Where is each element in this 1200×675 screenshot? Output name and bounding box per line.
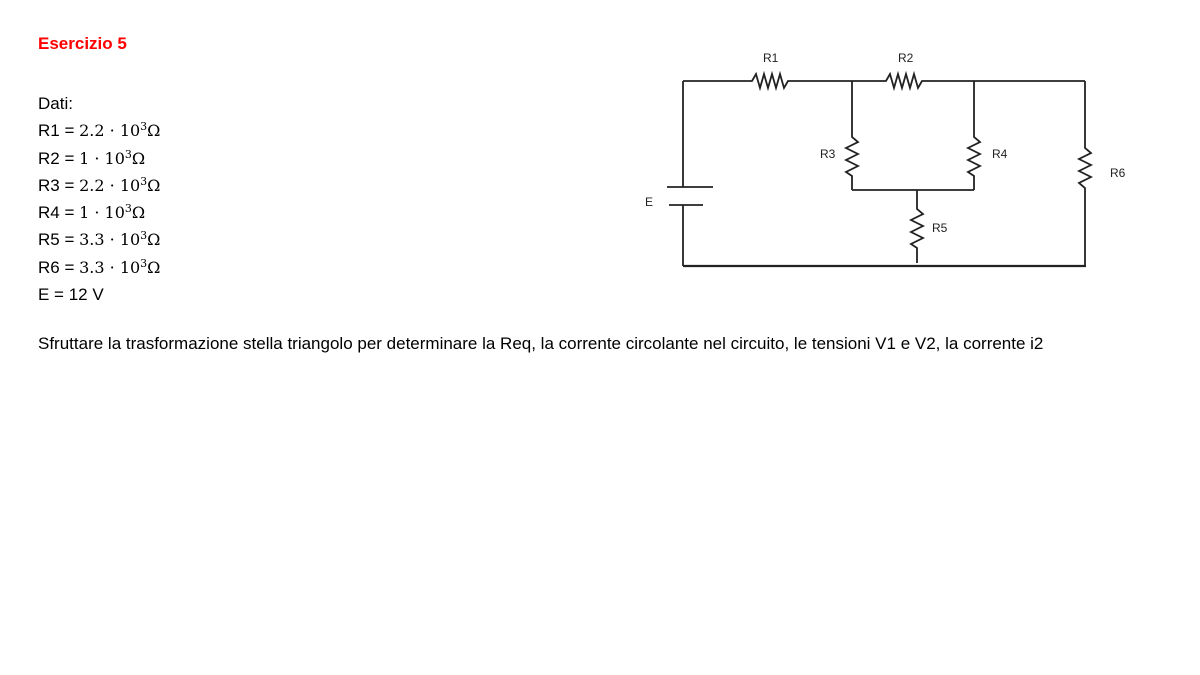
resistor-r1-symbol bbox=[748, 70, 795, 92]
label-r6: R6 bbox=[1110, 166, 1126, 180]
resistor-r4-symbol bbox=[965, 134, 983, 190]
label-e: E bbox=[645, 195, 653, 209]
exercise-instructions: Sfruttare la trasformazione stella trian… bbox=[38, 334, 1044, 353]
resistor-r2-symbol bbox=[880, 70, 932, 92]
given-source-e: E = 12 V bbox=[38, 285, 104, 305]
given-r4: R4 = 1 · 103Ω bbox=[38, 202, 146, 223]
exercise-title: Esercizio 5 bbox=[38, 34, 127, 53]
resistor-r3-symbol bbox=[843, 134, 861, 190]
resistor-r6-symbol bbox=[1076, 145, 1094, 266]
given-r1: R1 = 2.2 · 103Ω bbox=[38, 120, 161, 141]
given-r6: R6 = 3.3 · 103Ω bbox=[38, 256, 161, 277]
label-r4: R4 bbox=[992, 147, 1008, 161]
given-heading: Dati: bbox=[38, 94, 73, 113]
label-r2: R2 bbox=[898, 51, 914, 65]
battery-e-symbol bbox=[667, 186, 713, 206]
label-r3: R3 bbox=[820, 147, 836, 161]
given-r3: R3 = 2.2 · 103Ω bbox=[38, 174, 161, 195]
given-r2: R2 = 1 · 103Ω bbox=[38, 147, 146, 168]
given-r5: R5 = 3.3 · 103Ω bbox=[38, 229, 161, 250]
label-r1: R1 bbox=[763, 51, 779, 65]
resistor-r5-symbol bbox=[908, 206, 926, 263]
given-data: Dati: R1 = 2.2 · 103Ω R2 = 1 · 103Ω R3 =… bbox=[38, 90, 160, 308]
label-r5: R5 bbox=[932, 221, 948, 235]
